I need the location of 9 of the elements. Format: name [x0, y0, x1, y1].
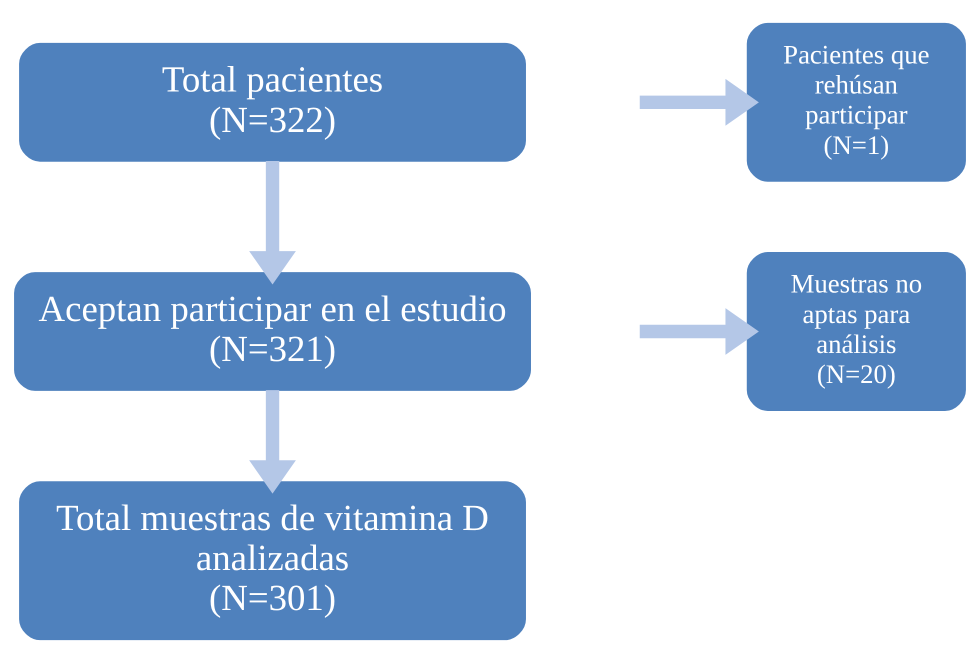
node-box: Total muestras de vitamina D analizadas (N=301): [19, 480, 526, 640]
node-box: Aceptan participar en el estudio (N=321): [14, 272, 531, 390]
node-box: Total pacientes (N=322): [19, 42, 526, 162]
node-box: Pacientes que rehúsan participar (N=1): [746, 22, 966, 182]
arrow: [640, 78, 759, 126]
arrow: [249, 390, 296, 494]
node-box: Muestras no aptas para análisis (N=20): [746, 252, 966, 410]
arrow: [640, 308, 759, 354]
arrow: [249, 160, 296, 284]
